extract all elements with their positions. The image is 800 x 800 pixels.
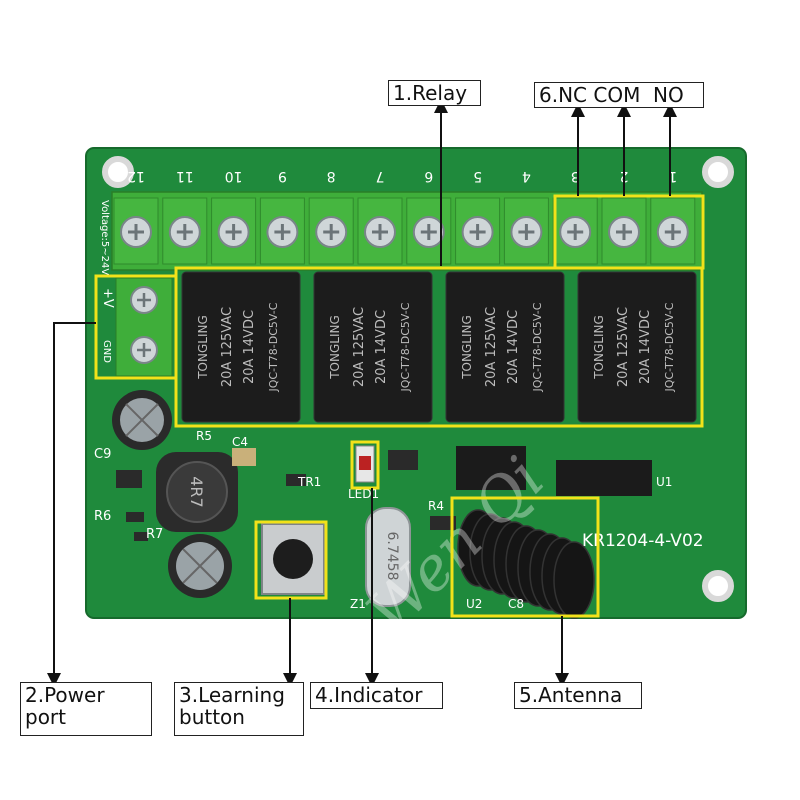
silk-tr1: TR1 [297, 475, 321, 489]
terminal-screw [552, 197, 598, 265]
terminal-number: 11 [176, 168, 194, 184]
silkscreen-labels: C9 R5 C4 R6 R7 TR1 LED1 R4 Z1 U1 U2 C8 K… [94, 429, 704, 611]
label-indicator-text: 4.Indicator [315, 683, 423, 707]
capacitor-top [112, 390, 172, 450]
relay-text: 20A 14VDC [506, 310, 521, 384]
leader-power [47, 322, 96, 687]
label-indicator: 4.Indicator [310, 682, 443, 709]
label-terminals: 6.NC COM NO [534, 82, 704, 108]
inductor: 4R7 [156, 452, 238, 532]
relay: TONGLING 20A 125VAC 20A 14VDC JQC-T78-DC5V-… [181, 271, 301, 423]
ic-chips [456, 446, 652, 496]
learning-button-part [261, 523, 325, 595]
relay-text: JQC-T78-DC5V-C [531, 302, 544, 392]
terminal-number: 3 [571, 168, 580, 184]
terminal-number: 4 [522, 168, 531, 184]
terminal-number: 6 [424, 168, 433, 184]
relay-text: JQC-T78-DC5V-C [267, 302, 280, 392]
terminal-number: 1 [668, 168, 677, 184]
terminal-number: 9 [278, 168, 287, 184]
terminal-number: 8 [327, 168, 336, 184]
silk-u2: U2 [466, 597, 482, 611]
label-learning-line2: button [179, 705, 245, 729]
crystal-text: 6.7458 [384, 532, 400, 581]
terminal-screw [455, 197, 501, 265]
relay-text: 20A 14VDC [374, 310, 389, 384]
silk-c9: C9 [94, 447, 111, 462]
capacitor-bottom [168, 534, 232, 598]
silk-c8: C8 [508, 597, 524, 611]
label-terminals-text: 6.NC COM NO [539, 83, 684, 107]
relay-text: TONGLING [196, 315, 210, 380]
relay-text: 20A 125VAC [220, 307, 235, 387]
silk-r4: R4 [428, 499, 444, 513]
terminal-screw [259, 197, 305, 265]
label-learning-line1: 3.Learning [179, 683, 285, 707]
power-gnd-text: GND [101, 340, 112, 363]
terminal-screw [650, 197, 696, 265]
antenna-coil [457, 509, 595, 619]
silk-z1: Z1 [350, 597, 366, 611]
led-part [355, 445, 375, 483]
relay-text: 20A 125VAC [352, 307, 367, 387]
highlight-antenna [450, 496, 600, 618]
silk-u1: U1 [656, 475, 672, 489]
relay-text: TONGLING [328, 315, 342, 380]
inductor-text: 4R7 [187, 476, 206, 507]
terminal-screw [211, 197, 257, 265]
highlight-boxes [94, 194, 705, 618]
label-relay: 1.Relay [388, 80, 481, 106]
label-learning-button: 3.Learning button [174, 682, 304, 736]
terminal-screw [406, 197, 452, 265]
label-relay-text: 1.Relay [393, 81, 468, 105]
terminal-number: 7 [376, 168, 385, 184]
mounting-holes [102, 156, 734, 602]
highlight-terminals [553, 194, 705, 270]
silk-r6: R6 [94, 509, 111, 524]
terminal-screw [308, 197, 354, 265]
terminal-screws [113, 197, 696, 265]
terminal-screw [601, 197, 647, 265]
relay-text: 20A 125VAC [616, 307, 631, 387]
relay-text: JQC-T78-DC5V-C [399, 302, 412, 392]
silk-model: KR1204-4-V02 [582, 531, 704, 551]
relay: TONGLING 20A 125VAC 20A 14VDC JQC-T78-DC5V-… [445, 271, 565, 423]
label-antenna: 5.Antenna [514, 682, 642, 709]
highlight-power [94, 274, 178, 380]
relay-text: JQC-T78-DC5V-C [663, 302, 676, 392]
silk-c4: C4 [232, 435, 248, 449]
terminal-screw [113, 197, 159, 265]
relay-text: 20A 14VDC [638, 310, 653, 384]
silk-r5: R5 [196, 429, 212, 443]
power-plus-text: +V [100, 288, 115, 308]
terminal-number: 10 [225, 168, 243, 184]
label-power-line2: port [25, 705, 66, 729]
relay-text: 20A 125VAC [484, 307, 499, 387]
voltage-text: Voltage:5~24V [99, 200, 110, 275]
relay: TONGLING 20A 125VAC 20A 14VDC JQC-T78-DC5V-… [313, 271, 433, 423]
leader-lines [47, 99, 677, 687]
relay-text: TONGLING [592, 315, 606, 380]
label-power-port: 2.Power port [20, 682, 152, 736]
terminal-number: 5 [473, 168, 482, 184]
terminal-number: 12 [127, 168, 145, 184]
terminal-screw [162, 197, 208, 265]
highlight-led [350, 440, 380, 490]
crystal-oscillator: 6.7458 [365, 507, 411, 607]
label-antenna-text: 5.Antenna [519, 683, 623, 707]
terminal-screw [503, 197, 549, 265]
silk-r7: R7 [146, 527, 163, 542]
relay-text: 20A 14VDC [242, 310, 257, 384]
relay: TONGLING 20A 125VAC 20A 14VDC JQC-T78-DC5V-… [577, 271, 697, 423]
smd-components [116, 448, 456, 541]
power-screws [130, 286, 158, 364]
label-power-line1: 2.Power [25, 683, 105, 707]
terminal-screw [357, 197, 403, 265]
relays: TONGLING 20A 125VAC 20A 14VDC JQC-T78-DC5V-… [181, 271, 697, 423]
relay-text: TONGLING [460, 315, 474, 380]
